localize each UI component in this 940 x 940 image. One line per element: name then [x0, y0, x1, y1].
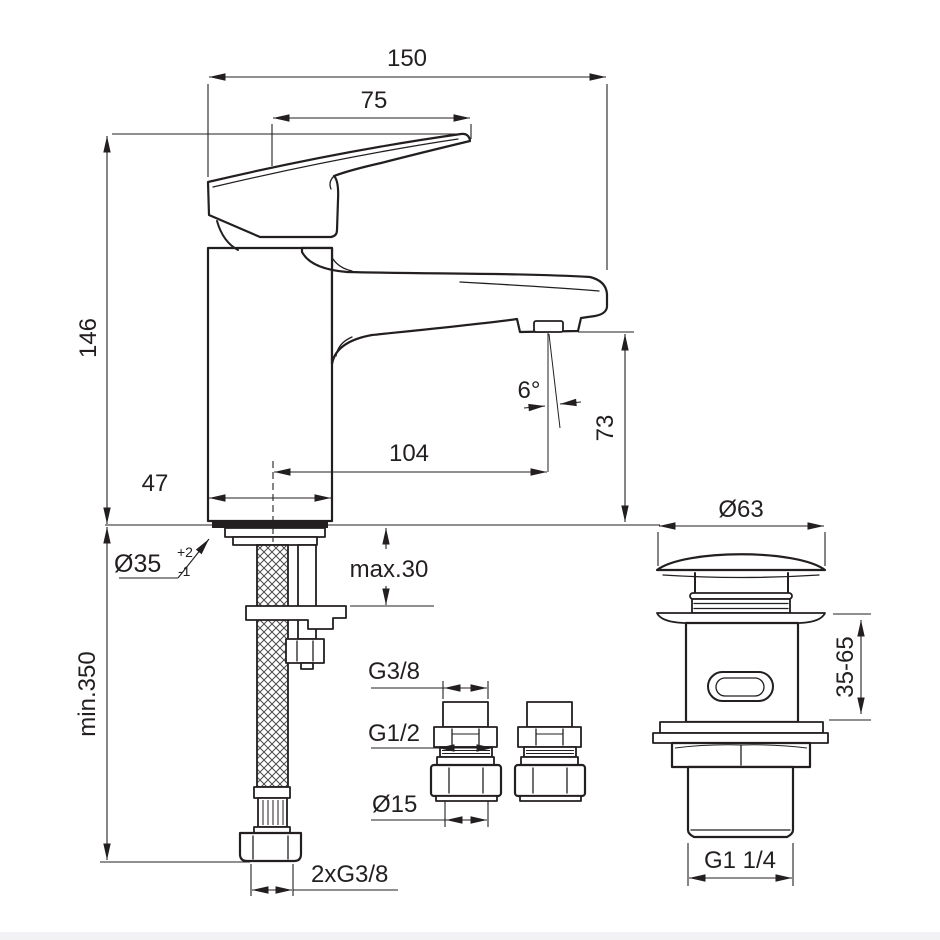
- spout: [300, 246, 609, 366]
- waste-cap: [655, 553, 827, 572]
- dim-deck-thickness: max.30: [350, 528, 434, 607]
- dim-fitting-mid-thread: G1/2: [368, 720, 493, 752]
- dim-fitting-mid-thread-label: G1/2: [368, 720, 420, 747]
- dim-spray-angle: 6°: [518, 333, 582, 429]
- braided-hose: [256, 544, 289, 788]
- body-dome-arc: [216, 220, 239, 251]
- dim-body-width-label: 47: [142, 470, 169, 497]
- mounting-plate-upper: [224, 527, 326, 538]
- mounting-plate-lower: [232, 536, 318, 546]
- dim-total-width-label: 150: [387, 45, 427, 72]
- waste-upper-washer: [659, 721, 824, 734]
- waste-thread: [691, 598, 791, 614]
- dim-spout-reach: 104: [272, 333, 549, 542]
- dim-clamp-range-label: 35-65: [832, 636, 859, 697]
- dim-spout-reach-label: 104: [389, 440, 429, 467]
- basin-mixer-side-view: [206, 132, 609, 528]
- dim-hole-diameter: Ø35 +2 -1: [114, 538, 210, 579]
- waste-slot: [707, 671, 774, 702]
- dim-hose-connection: 2xG3/8: [250, 861, 398, 896]
- dim-hose-length-label: min.350: [74, 651, 101, 736]
- mounting-bracket: [245, 605, 347, 630]
- dim-total-width: 150: [207, 45, 608, 270]
- dim-hose-connection-label: 2xG3/8: [311, 861, 388, 888]
- dim-clamp-range: 35-65: [829, 613, 871, 721]
- dim-pipe-diameter: Ø15: [371, 791, 489, 827]
- dim-waste-cap-label: Ø63: [718, 496, 763, 523]
- dim-outlet-thread: G1 1/4: [687, 843, 794, 886]
- waste-flange: [656, 612, 826, 624]
- dim-handle-length-label: 75: [361, 87, 388, 114]
- dim-handle-length: 75: [271, 87, 472, 166]
- dim-outlet-height-label: 73: [592, 415, 619, 442]
- dim-fitting-top-thread-label: G3/8: [368, 658, 420, 685]
- dim-height-label: 146: [75, 318, 102, 358]
- dim-hole-diameter-label: Ø35: [114, 550, 161, 578]
- dim-deck-thickness-label: max.30: [350, 556, 429, 583]
- dim-hole-tol-plus: +2: [177, 544, 193, 560]
- dim-body-width: 47: [142, 470, 331, 502]
- waste-locknut: [670, 741, 812, 769]
- mixer-body: [206, 246, 334, 523]
- waste-lower-washer: [652, 732, 829, 744]
- mounting-nut: [285, 638, 325, 670]
- hose-nut: [238, 831, 303, 863]
- dim-pipe-diameter-label: Ø15: [372, 791, 417, 818]
- lever-handle: [206, 132, 472, 239]
- aerator: [533, 320, 564, 333]
- dimensions: 150 75 146 min.350: [74, 45, 871, 896]
- base-gasket: [212, 521, 328, 528]
- dim-outlet-thread-label: G1 1/4: [704, 847, 776, 874]
- fitting-left: [429, 701, 503, 802]
- waste-tailpiece: [686, 765, 795, 839]
- compression-fittings: [429, 701, 587, 802]
- dim-waste-cap: Ø63: [657, 496, 826, 566]
- dim-height: 146: [75, 133, 461, 524]
- dim-fitting-top-thread: G3/8: [368, 658, 489, 699]
- popup-waste-view: [652, 553, 829, 839]
- fitting-right: [513, 701, 587, 802]
- mounting-hardware: [224, 527, 347, 863]
- dim-hose-length: min.350: [74, 527, 250, 863]
- dim-spray-angle-label: 6°: [518, 377, 541, 404]
- page-edge-strip: [0, 932, 940, 940]
- dim-outlet-height: 73: [578, 331, 634, 522]
- hose-end-fitting: [238, 786, 303, 863]
- dim-hole-tol-minus: -1: [178, 563, 191, 579]
